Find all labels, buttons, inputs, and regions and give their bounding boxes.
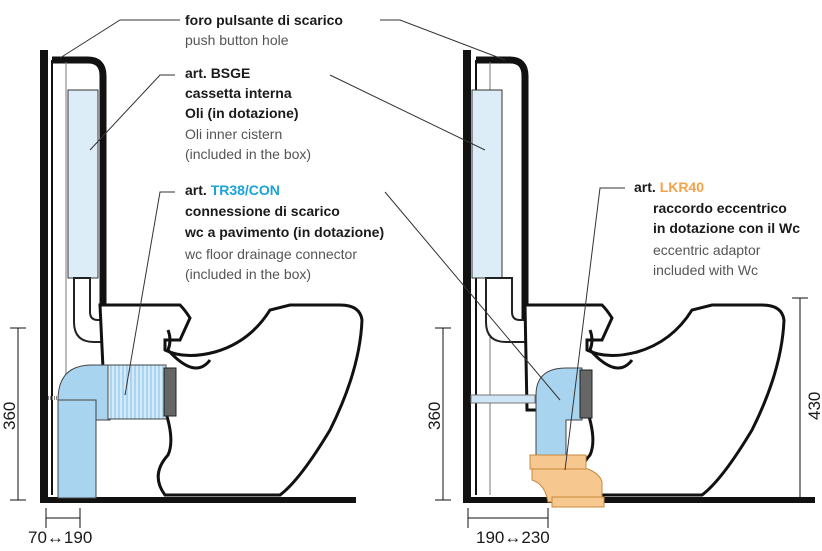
left-cistern-housing	[52, 56, 107, 325]
bsge-title: art. BSGE	[185, 64, 250, 82]
bsge-desc-it-2: Oli (in dotazione)	[185, 105, 299, 121]
left-drain-elbow	[57, 364, 111, 421]
right-drain-elbow	[535, 367, 583, 456]
left-width-dim: 70↔190	[28, 528, 93, 547]
bsge-prefix: art.	[185, 65, 207, 81]
left-wall	[40, 50, 48, 502]
right-inner-cistern	[471, 89, 503, 279]
bsge-desc-en-1: Oli inner cistern	[185, 126, 283, 142]
right-floor	[463, 497, 815, 503]
right-cistern-housing	[476, 56, 529, 325]
lkr40-prefix: art.	[634, 179, 656, 195]
right-height-dim: 360	[425, 401, 444, 430]
tr38-desc-en-2: (included in the box)	[185, 266, 312, 282]
left-installation	[10, 50, 364, 528]
lkr40-desc-it-2: in dotazione con il Wc	[653, 220, 800, 236]
push-hole-label-en: push button hole	[185, 32, 289, 48]
right-wall	[463, 50, 471, 502]
left-floor	[40, 497, 356, 503]
lkr40-code: LKR40	[659, 179, 705, 195]
left-hose-collar	[163, 367, 177, 417]
right-installation	[435, 50, 815, 528]
tr38-title: art. TR38/CON	[185, 181, 280, 199]
push-hole-label-it: foro pulsante di scarico	[185, 12, 343, 28]
leader-lines	[59, 19, 625, 471]
left-corrugated-hose	[107, 364, 167, 420]
tr38-code: TR38/CON	[210, 182, 280, 198]
right-pipe-strip	[470, 394, 536, 404]
right-width-dim: 190↔230	[476, 528, 550, 547]
tr38-desc-it-1: connessione di scarico	[185, 203, 340, 219]
right-adaptor-top	[529, 454, 587, 470]
tr38-desc-en-1: wc floor drainage connector	[185, 246, 357, 262]
lkr40-title: art. LKR40	[634, 178, 704, 196]
left-drain-vertical	[57, 399, 97, 499]
tr38-desc-it-2: wc a pavimento (in dotazione)	[185, 224, 385, 240]
left-height-dim: 360	[0, 401, 19, 430]
right-hose-collar	[579, 369, 593, 419]
right-height2-dim: 430	[805, 391, 822, 420]
tr38-prefix: art.	[185, 182, 207, 198]
bsge-desc-en-2: (included in the box)	[185, 146, 312, 162]
bsge-desc-it-1: cassetta interna	[185, 85, 292, 101]
left-inner-cistern	[67, 89, 99, 279]
bsge-code: BSGE	[210, 65, 251, 81]
lkr40-desc-it-1: raccordo eccentrico	[653, 200, 787, 216]
lkr40-desc-en-2: included with Wc	[653, 262, 759, 278]
lkr40-desc-en-1: eccentric adaptor	[653, 242, 761, 258]
right-adaptor-base	[551, 496, 605, 508]
